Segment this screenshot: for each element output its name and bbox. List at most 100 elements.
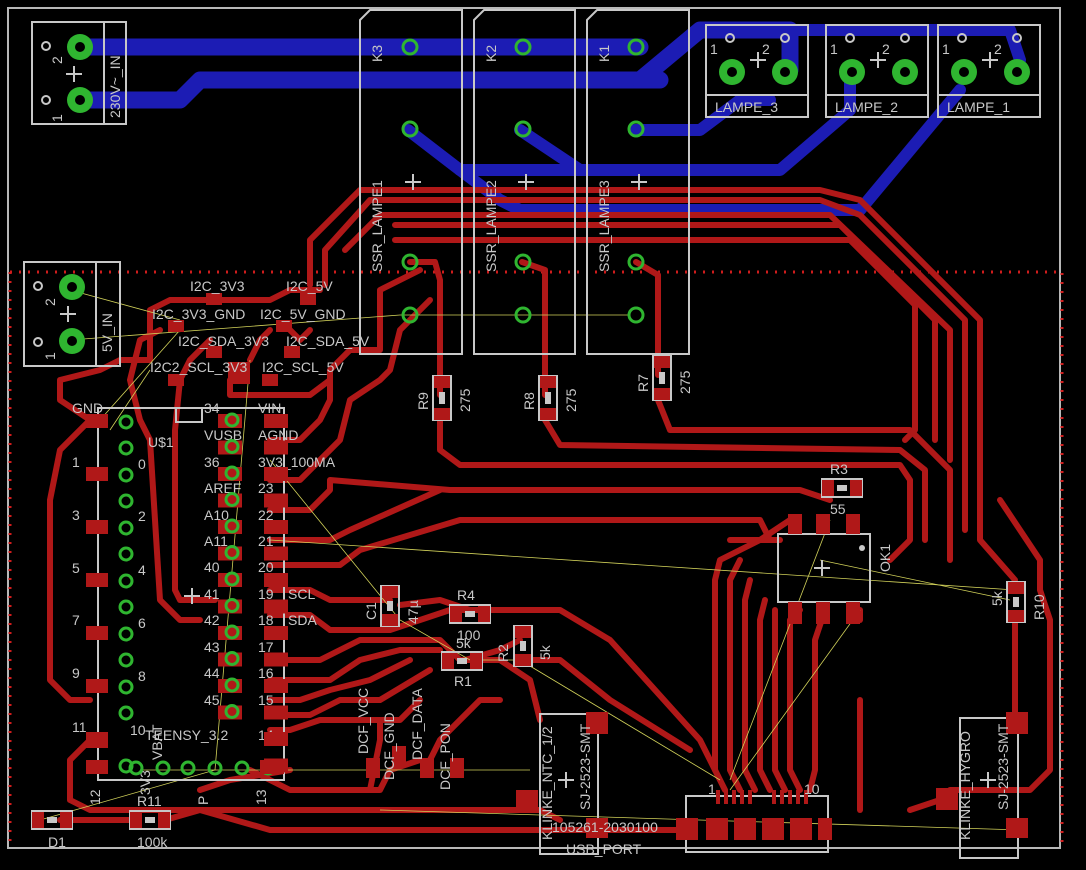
svg-text:2: 2: [882, 41, 890, 57]
svg-text:16: 16: [258, 665, 274, 681]
teensy-pad: [264, 493, 288, 508]
svg-text:100: 100: [457, 627, 481, 643]
board-outline: [7, 7, 1061, 849]
resistor-r2: R2 5k: [495, 625, 553, 667]
usb-pin: [740, 790, 744, 804]
svg-text:11: 11: [72, 719, 87, 735]
svg-text:0: 0: [138, 456, 146, 472]
svg-text:2: 2: [49, 56, 65, 64]
svg-text:275: 275: [677, 370, 693, 394]
teensy-pad: [264, 679, 288, 693]
svg-text:OK1: OK1: [877, 544, 893, 572]
usb-port-label: USB_PORT: [566, 841, 642, 857]
svg-text:5: 5: [72, 560, 80, 576]
teensy-via: [180, 760, 196, 776]
svg-text:12: 12: [87, 789, 103, 805]
svg-text:10: 10: [804, 781, 820, 797]
svg-text:SCL: SCL: [288, 586, 315, 602]
svg-text:3: 3: [72, 507, 80, 523]
teensy-via: [118, 705, 134, 721]
teensy-via: [118, 546, 134, 562]
svg-text:3V3_100MA: 3V3_100MA: [258, 454, 336, 470]
svg-text:GND: GND: [72, 400, 103, 416]
usb-pin: [724, 790, 728, 804]
teensy-via: [118, 440, 134, 456]
svg-text:5k: 5k: [537, 644, 553, 660]
teensy-via: [224, 412, 240, 428]
svg-text:44: 44: [204, 665, 220, 681]
svg-text:R9: R9: [415, 392, 431, 410]
teensy-pad: [86, 520, 108, 534]
resistor-r9: R9 275: [415, 375, 473, 421]
bottom-layer-traces: [71, 21, 1026, 216]
svg-text:15: 15: [258, 692, 274, 708]
usb-pin: [804, 790, 808, 804]
svg-text:I2C_SCL_5V: I2C_SCL_5V: [262, 359, 344, 375]
teensy-pad: [86, 679, 108, 693]
svg-text:K3: K3: [369, 45, 385, 62]
teensy-pad: [264, 573, 288, 587]
teensy-pad: [260, 760, 284, 774]
teensy-via: [118, 679, 134, 695]
relay-k2: K2 SSR_LAMPE2: [473, 9, 576, 355]
dcf-pads: DCF_VCC DCF_GND DCF_DATA DCF_PON: [355, 688, 464, 790]
usb-pin: [732, 790, 736, 804]
svg-text:1: 1: [708, 781, 716, 797]
teensy-via: [118, 493, 134, 509]
teensy-pad: [264, 652, 288, 667]
usb-pin: [772, 790, 776, 804]
supply-5v-terminal: 5V_IN 2 1: [23, 261, 121, 367]
svg-text:R11: R11: [137, 793, 162, 809]
svg-text:41: 41: [204, 586, 220, 602]
svg-text:I2C_SDA_5V: I2C_SDA_5V: [286, 333, 370, 349]
teensy-ref: U$1: [148, 434, 174, 450]
svg-text:42: 42: [204, 612, 220, 628]
svg-text:SSR_LAMPE1: SSR_LAMPE1: [369, 180, 385, 272]
svg-text:DCF_GND: DCF_GND: [381, 712, 397, 780]
svg-text:2: 2: [42, 298, 58, 306]
i2c-pads: I2C_3V3 I2C_5V I2C_3V3_GND I2C_5V_GND I2…: [150, 278, 370, 386]
resistor-r10: 5k R10: [989, 581, 1047, 623]
svg-text:17: 17: [258, 639, 274, 655]
svg-text:23: 23: [258, 480, 274, 496]
svg-text:VBAT: VBAT: [149, 724, 165, 760]
teensy-pad: [86, 760, 108, 774]
svg-text:AREF: AREF: [204, 480, 241, 496]
svg-text:100k: 100k: [137, 834, 168, 850]
svg-text:K2: K2: [483, 45, 499, 62]
lamp-terminal-1: 1 2 LAMPE_1: [937, 24, 1041, 118]
teensy-pad: [264, 546, 288, 561]
svg-text:2: 2: [762, 41, 770, 57]
resistor-r3: R3 55: [821, 461, 863, 517]
resistor-r8: R8 275: [521, 375, 579, 421]
teensy-pad: [86, 734, 108, 748]
svg-text:6: 6: [138, 615, 146, 631]
svg-text:36: 36: [204, 454, 220, 470]
usb-pin: [788, 790, 792, 804]
svg-text:SJ-2523-SMT: SJ-2523-SMT: [577, 723, 593, 810]
svg-text:SDA: SDA: [288, 612, 317, 628]
teensy-via: [128, 760, 144, 776]
svg-text:P: P: [195, 796, 211, 805]
svg-text:1: 1: [42, 352, 58, 360]
teensy-via: [224, 598, 240, 613]
svg-text:VIN: VIN: [258, 400, 281, 416]
optocoupler-ok1: OK1: [777, 514, 893, 624]
lamp-terminal-2: 1 2 LAMPE_2: [825, 24, 929, 118]
teensy-via: [118, 626, 134, 642]
svg-text:275: 275: [457, 388, 473, 412]
svg-text:I2C_3V3_GND: I2C_3V3_GND: [152, 306, 245, 322]
teensy-pads: [86, 412, 288, 776]
resistor-r11: R11 100k: [129, 793, 171, 850]
svg-text:KLINKE_HYGRO: KLINKE_HYGRO: [957, 731, 973, 840]
lampe-2-label: LAMPE_2: [835, 99, 898, 115]
resistor-r7: R7 275: [635, 355, 693, 401]
svg-text:2: 2: [138, 508, 146, 524]
svg-text:10: 10: [130, 722, 146, 738]
usb-pin: [748, 790, 752, 804]
svg-text:9: 9: [72, 665, 80, 681]
svg-text:SSR_LAMPE2: SSR_LAMPE2: [483, 180, 499, 272]
svg-text:22: 22: [258, 507, 274, 523]
svg-text:R7: R7: [635, 374, 651, 392]
teensy-pad: [264, 440, 288, 455]
